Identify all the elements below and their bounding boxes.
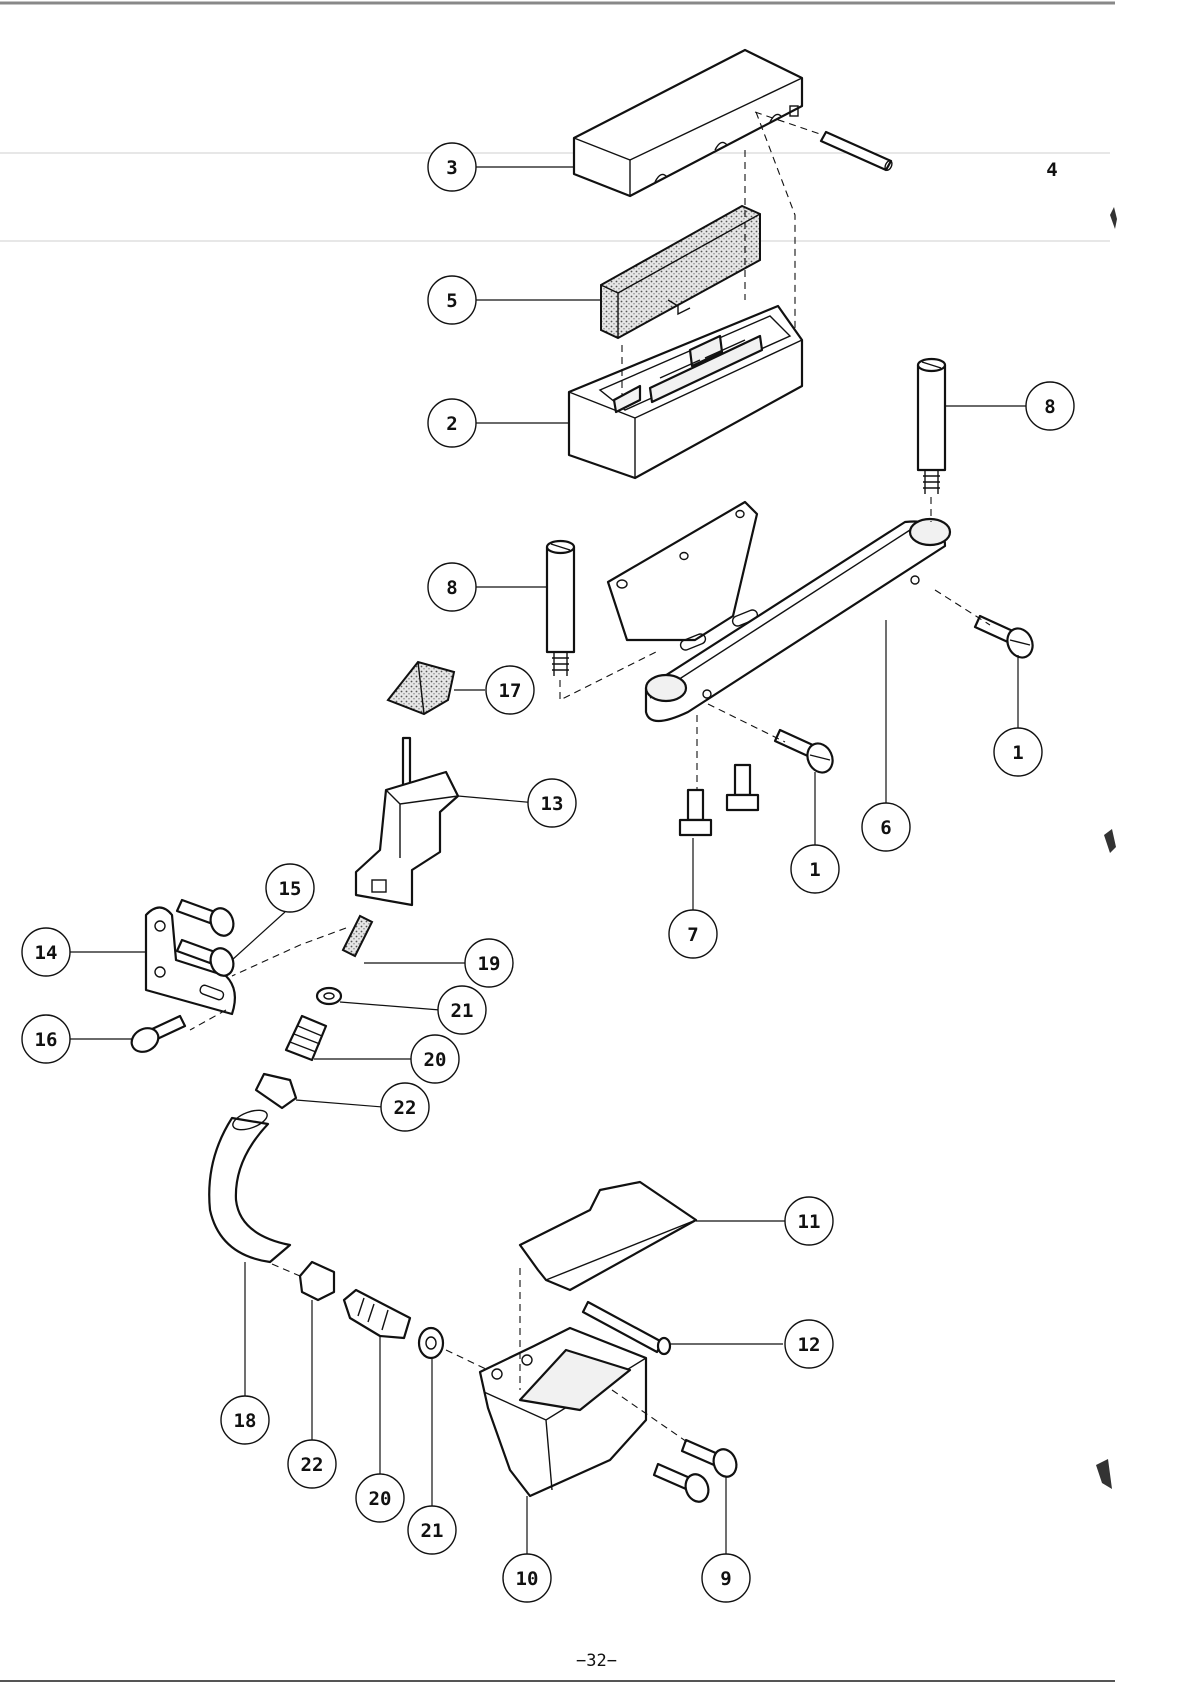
callout-21: 21 [438, 986, 486, 1034]
svg-text:21: 21 [421, 1520, 444, 1542]
callout-22: 22 [288, 1440, 336, 1488]
callout-7: 7 [669, 910, 717, 958]
svg-text:8: 8 [1044, 396, 1055, 418]
part-pin [821, 132, 893, 171]
svg-text:1: 1 [809, 859, 820, 881]
callout-19: 19 [465, 939, 513, 987]
part-screw-16 [127, 1016, 185, 1057]
callout-17: 17 [486, 666, 534, 714]
page-number: −32− [0, 1651, 1193, 1671]
svg-text:10: 10 [516, 1568, 539, 1590]
part-felt-block [388, 662, 454, 714]
svg-text:20: 20 [369, 1488, 392, 1510]
part-felt-pad [601, 206, 760, 338]
svg-text:8: 8 [446, 577, 457, 599]
callout-18: 18 [221, 1396, 269, 1444]
part-stud-right [918, 359, 945, 494]
svg-text:12: 12 [798, 1334, 821, 1356]
callout-16: 16 [22, 1015, 70, 1063]
callout-1: 1 [994, 728, 1042, 776]
part-holder [356, 738, 458, 905]
svg-text:22: 22 [301, 1454, 324, 1476]
part-tube [209, 1106, 290, 1262]
scan-marks [1096, 207, 1117, 1489]
svg-text:21: 21 [451, 1000, 474, 1022]
part-wick [343, 916, 372, 956]
part-cover [574, 50, 802, 196]
part-stud-left [547, 541, 574, 676]
callout-20: 20 [356, 1474, 404, 1522]
callout-12: 12 [785, 1320, 833, 1368]
callout-15: 15 [266, 864, 314, 912]
svg-text:19: 19 [478, 953, 501, 975]
svg-text:9: 9 [720, 1568, 731, 1590]
callout-8: 8 [1026, 382, 1074, 430]
svg-text:13: 13 [541, 793, 564, 815]
callout-9: 9 [702, 1554, 750, 1602]
svg-text:3: 3 [446, 157, 457, 179]
part-small-screws [680, 765, 758, 835]
part-lid [520, 1182, 696, 1290]
callout-14: 14 [22, 928, 70, 976]
callout-2: 2 [428, 399, 476, 447]
svg-text:20: 20 [424, 1049, 447, 1071]
svg-text:6: 6 [880, 817, 891, 839]
part-screw-right [975, 616, 1037, 662]
part-washer-upper [317, 988, 341, 1004]
part-washer-lower [419, 1328, 443, 1358]
svg-text:22: 22 [394, 1097, 417, 1119]
callout-8: 8 [428, 563, 476, 611]
svg-text:17: 17 [499, 680, 522, 702]
callout-1: 1 [791, 845, 839, 893]
svg-text:15: 15 [279, 878, 302, 900]
part-nut-upper [256, 1074, 296, 1108]
callout-5: 5 [428, 276, 476, 324]
svg-text:18: 18 [234, 1410, 257, 1432]
svg-text:5: 5 [446, 290, 457, 312]
callout-3: 3 [428, 143, 476, 191]
svg-text:7: 7 [687, 924, 698, 946]
callout-11: 11 [785, 1197, 833, 1245]
callout-4: 4 [1046, 159, 1057, 181]
callout-10: 10 [503, 1554, 551, 1602]
part-fitting-upper [286, 1016, 326, 1060]
callout-6: 6 [862, 803, 910, 851]
part-nut-lower [300, 1262, 334, 1300]
part-reservoir [480, 1328, 646, 1496]
svg-text:14: 14 [35, 942, 58, 964]
svg-text:2: 2 [446, 413, 457, 435]
callout-21: 21 [408, 1506, 456, 1554]
callout-20: 20 [411, 1035, 459, 1083]
svg-text:1: 1 [1012, 742, 1023, 764]
svg-text:16: 16 [35, 1029, 58, 1051]
part-screws-9 [654, 1440, 740, 1505]
part-screw-center [775, 730, 837, 777]
callout-13: 13 [528, 779, 576, 827]
callout-22: 22 [381, 1083, 429, 1131]
page-edge [1115, 0, 1193, 1685]
svg-text:4: 4 [1046, 159, 1057, 181]
part-fitting-lower [344, 1290, 410, 1338]
svg-text:11: 11 [798, 1211, 821, 1233]
part-bracket [608, 502, 950, 721]
